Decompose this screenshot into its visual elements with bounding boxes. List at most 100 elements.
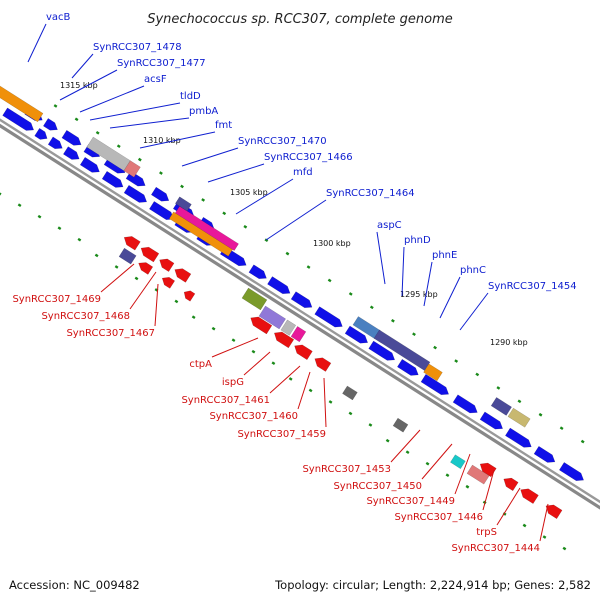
gc-tick [328, 400, 333, 404]
pink-gene [123, 160, 141, 178]
callout-leader-line [265, 199, 327, 241]
gc-tick [116, 144, 121, 149]
callout-leader-line [401, 246, 405, 297]
gc-tick [465, 484, 470, 489]
gc-tick-layer [0, 104, 585, 551]
olive-gene [241, 287, 268, 311]
callout-leader-line [89, 102, 181, 121]
reverse-cds-arrow [545, 504, 563, 520]
forward-cds-arrow [123, 184, 148, 203]
slate-gene [118, 247, 137, 265]
gc-tick [425, 461, 430, 466]
callout-leader-line [79, 85, 145, 113]
forward-cds-arrow [42, 118, 58, 131]
forward-cds-arrow [344, 325, 369, 344]
map-title: Synechococcus sp. RCC307, complete genom… [147, 12, 453, 27]
gene-label-reverse: ispG [222, 377, 244, 388]
gc-tick [222, 211, 227, 216]
gene-label-forward: phnD [404, 235, 431, 246]
gc-tick [114, 265, 119, 269]
gene-label-reverse: SynRCC307_1461 [181, 395, 270, 406]
gc-tick [542, 535, 547, 539]
reverse-cds-arrow [140, 246, 160, 263]
gc-tick [271, 361, 276, 366]
forward-cds-arrow [290, 291, 313, 309]
gene-label-forward: phnC [460, 265, 486, 276]
gc-tick [74, 117, 79, 122]
gc-tick [94, 253, 99, 258]
gc-tick [433, 345, 438, 350]
gene-label-forward: SynRCC307_1478 [93, 42, 182, 53]
gc-tick [385, 438, 390, 443]
gene-label-forward: SynRCC307_1466 [264, 152, 353, 163]
gene-label-reverse: SynRCC307_1469 [12, 294, 101, 305]
forward-cds-arrow [397, 358, 419, 376]
backbone-line [0, 123, 600, 510]
callout-leader-line [154, 283, 159, 327]
gene-label-reverse: SynRCC307_1468 [41, 311, 130, 322]
callout-leader-line [181, 147, 239, 167]
gc-tick [559, 426, 564, 430]
gene-layer [0, 85, 585, 520]
gene-label-forward: SynRCC307_1470 [238, 136, 327, 147]
gc-tick [308, 388, 313, 393]
gene-label-reverse: trpS [476, 527, 497, 538]
reverse-cds-arrow [314, 357, 332, 372]
gene-label-forward: mfd [293, 167, 313, 178]
reverse-cds-arrow [174, 268, 192, 283]
forward-cds-arrow [368, 340, 396, 361]
callout-leader-line [71, 53, 94, 79]
gene-label-forward: acsF [144, 74, 167, 85]
callout-leader-line [129, 271, 157, 310]
steel-blue-gene [352, 316, 381, 340]
callout-leader-line [297, 371, 311, 410]
forward-cds-arrow [533, 445, 556, 463]
gene-label-reverse: SynRCC307_1453 [302, 464, 391, 475]
gene-label-forward: SynRCC307_1477 [117, 58, 206, 69]
forward-cds-arrow [61, 129, 82, 146]
gene-label-reverse: SynRCC307_1460 [209, 411, 298, 422]
forward-cds-arrow [267, 276, 291, 295]
reverse-cds-arrow [520, 488, 539, 505]
gc-tick [211, 326, 216, 331]
forward-cds-arrow [34, 127, 48, 140]
orange-gene [168, 211, 233, 257]
gc-tick [285, 251, 290, 256]
backbone-line [0, 118, 600, 504]
khaki-gene [507, 407, 531, 428]
reverse-cds-arrow [161, 277, 176, 289]
slate-gene [490, 397, 513, 416]
slate-gene [373, 329, 431, 371]
gc-tick [522, 523, 527, 528]
callout-leader-line [100, 263, 135, 293]
slate-gene [174, 196, 192, 212]
gc-tick [445, 473, 450, 478]
forward-cds-arrow [452, 394, 478, 414]
magenta-gene [174, 205, 239, 251]
scale-label: 1290 kbp [490, 338, 528, 347]
topology-text: Topology: circular; Length: 2,224,914 bp… [275, 578, 591, 592]
gc-tick [174, 299, 179, 304]
callout-leader-line [454, 453, 471, 495]
genome-backbone-layer [0, 118, 600, 510]
callout-leader-line [496, 487, 521, 526]
callout-leader-line [211, 337, 259, 358]
forward-cds-arrow [47, 136, 63, 150]
gc-tick [243, 224, 248, 229]
scale-label: 1300 kbp [313, 239, 351, 248]
gc-tick [405, 450, 410, 455]
callout-leader-line [421, 443, 453, 480]
callout-leader-line [390, 429, 421, 463]
scale-label: 1310 kbp [143, 136, 181, 145]
forward-cds-arrow [101, 170, 124, 188]
gene-label-reverse: SynRCC307_1444 [451, 543, 540, 554]
gc-tick [496, 386, 501, 390]
orange-gene [0, 85, 44, 123]
magenta-gene [290, 326, 307, 343]
gc-tick [580, 439, 585, 444]
scale-label: 1315 kbp [60, 81, 98, 90]
gc-tick [391, 318, 395, 323]
gene-label-forward: tldD [180, 91, 201, 102]
callout-leader-line [109, 117, 190, 129]
